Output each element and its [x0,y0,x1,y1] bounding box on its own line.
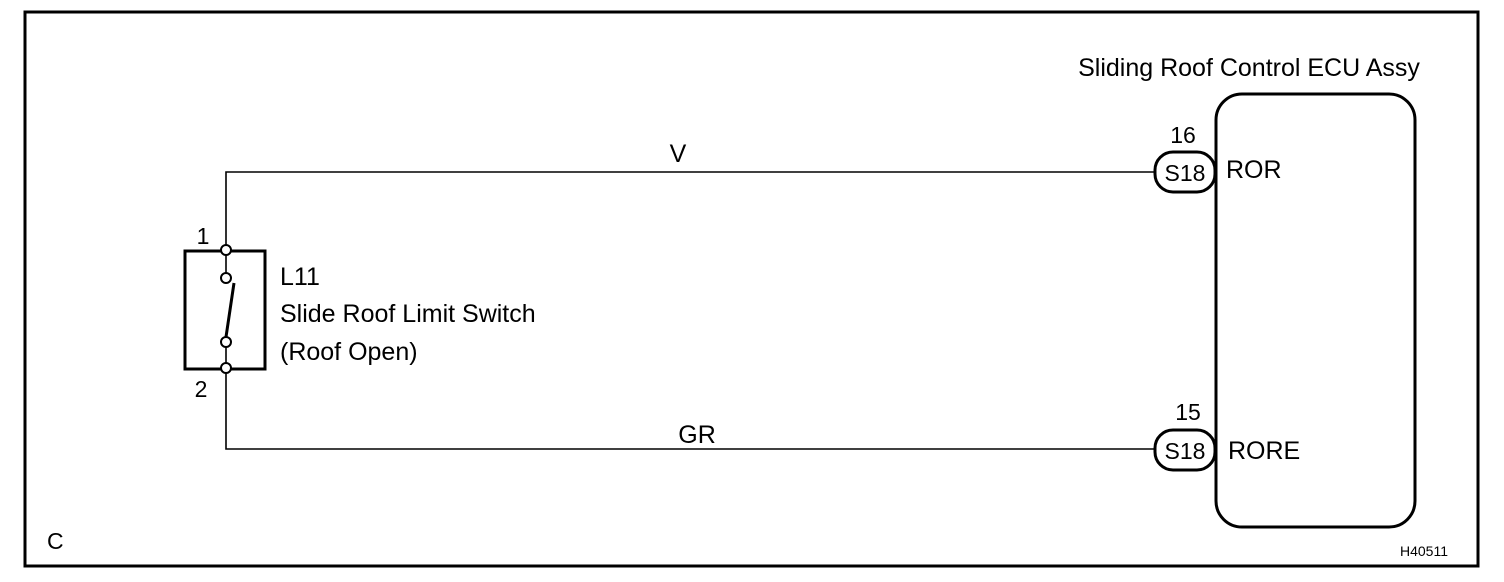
terminal-signal: ROR [1226,156,1282,184]
switch-name: Slide Roof Limit Switch [280,300,536,328]
figure-id: H40511 [1400,543,1448,559]
ecu-box [1214,92,1417,529]
ecu-name: Sliding Roof Control ECU Assy [1078,54,1420,82]
switch-code: L11 [280,263,320,291]
switch-condition: (Roof Open) [280,338,418,366]
diagram-code-letter: C [47,528,64,554]
wire-color-v: V [670,140,687,168]
pin-number: 16 [1170,122,1196,148]
terminal-signal: RORE [1228,437,1300,465]
connector-label: S18 [1165,438,1206,464]
switch-box [183,249,267,371]
switch-pin-1: 1 [197,223,210,249]
switch-contact-top [220,272,232,284]
wire-gr [225,368,1155,450]
switch-terminal-1 [220,244,232,256]
wire-color-gr: GR [678,421,716,449]
pin-number: 15 [1175,399,1201,425]
connector-label: S18 [1165,160,1206,186]
switch-contact-arm [224,282,236,338]
switch-contact-bottom [220,336,232,348]
wire-v [225,171,1155,250]
connector-s18-pin15 [1153,428,1217,472]
connector-s18-pin16 [1153,150,1217,194]
switch-pin-2: 2 [195,376,208,402]
switch-terminal-2 [220,362,232,374]
diagram-frame [23,10,1480,568]
